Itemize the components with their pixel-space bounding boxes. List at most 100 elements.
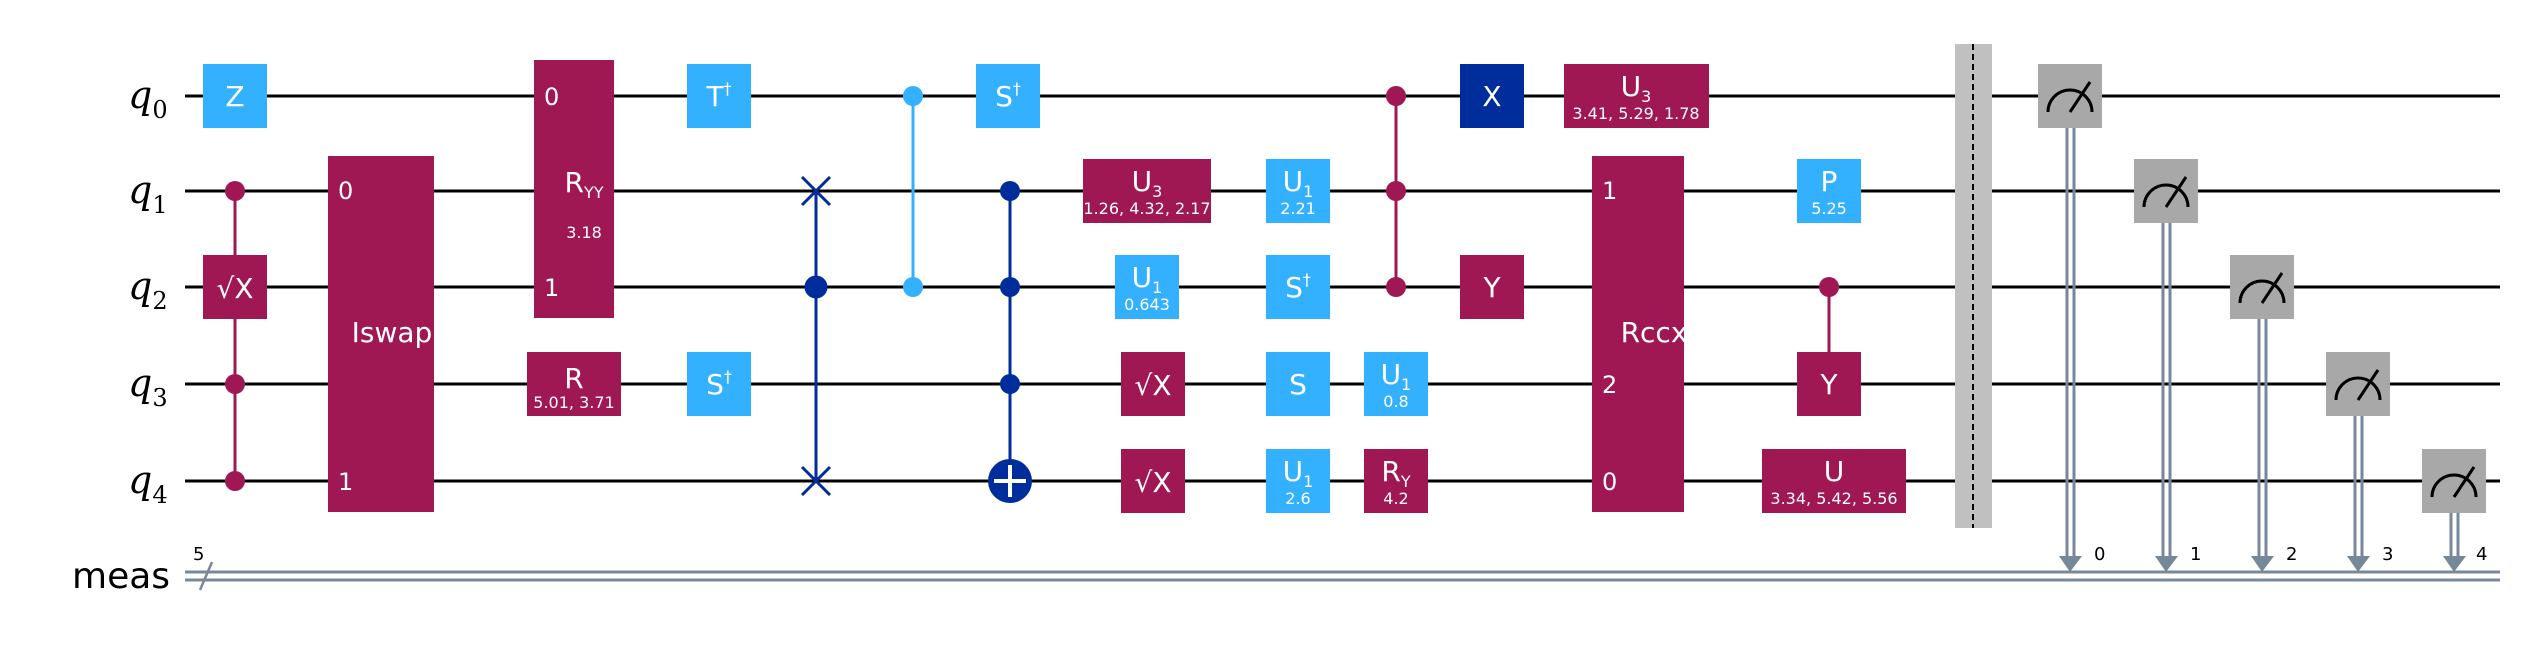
svg-text:3.18: 3.18 (566, 223, 602, 242)
svg-text:√X: √X (1134, 466, 1171, 499)
svg-text:P: P (1821, 165, 1838, 198)
label-q4: q4 (128, 458, 168, 509)
svg-text:√X: √X (216, 272, 253, 305)
label-meas: meas (72, 556, 170, 597)
svg-text:0: 0 (338, 177, 353, 205)
svg-text:Z: Z (225, 80, 244, 113)
tdg-gate[interactable]: T† (687, 64, 751, 128)
svg-text:0.8: 0.8 (1383, 392, 1408, 411)
qubit-wires (185, 94, 2500, 483)
svg-text:1.26, 4.32, 2.17: 1.26, 4.32, 2.17 (1083, 199, 1210, 218)
svg-text:Iswap: Iswap (352, 316, 433, 349)
cswap-gate[interactable] (800, 175, 832, 497)
svg-text:1: 1 (338, 468, 353, 496)
u-gate[interactable]: U 3.34, 5.42, 5.56 (1762, 449, 1906, 513)
ryy-gate[interactable]: 0 1 RYY 3.18 (534, 60, 614, 318)
svg-text:RYY: RYY (564, 166, 603, 202)
u1-gate[interactable]: U1 2.21 (1266, 159, 1330, 223)
svg-text:0: 0 (2094, 544, 2105, 565)
measure-q0[interactable]: 0 (2038, 64, 2105, 572)
svg-text:0: 0 (544, 83, 559, 111)
svg-text:T†: T† (705, 79, 731, 113)
svg-text:4: 4 (2476, 544, 2487, 565)
measure-q3[interactable]: 3 (2326, 352, 2393, 572)
meter-icon (2142, 183, 2190, 208)
x-gate[interactable]: X (1460, 64, 1524, 128)
u1-gate[interactable]: U1 0.8 (1364, 352, 1428, 416)
svg-text:U1: U1 (1381, 358, 1412, 394)
control-dot (225, 181, 245, 201)
sdg-gate[interactable]: S† (1266, 255, 1330, 319)
svg-text:S†: S† (1285, 270, 1311, 304)
u1-gate[interactable]: U1 2.6 (1266, 449, 1330, 513)
control-dot (903, 86, 923, 106)
label-q2: q2 (128, 264, 168, 315)
controlled-y-gate[interactable]: Y (1797, 277, 1861, 416)
svg-text:Y: Y (1819, 368, 1838, 401)
control-dot (804, 275, 828, 299)
svg-text:S†: S† (995, 79, 1021, 113)
svg-text:U3: U3 (1132, 165, 1163, 201)
svg-text:X: X (1482, 80, 1501, 113)
controlled-controlled-z-gate[interactable] (1386, 86, 1406, 297)
svg-text:U1: U1 (1283, 165, 1314, 201)
svg-text:0: 0 (1602, 468, 1617, 496)
svg-text:√X: √X (1134, 369, 1171, 402)
svg-text:Rccx: Rccx (1621, 316, 1688, 349)
svg-text:S†: S† (706, 367, 732, 401)
rccx-gate[interactable]: Rccx 1 2 0 (1592, 156, 1687, 512)
sx-gate[interactable]: √X (1121, 449, 1185, 513)
y-gate[interactable]: Y (1460, 255, 1524, 319)
qubit-labels: q0 q1 q2 q3 q4 meas 5 (72, 73, 204, 597)
svg-text:Y: Y (1482, 271, 1501, 304)
phase-gate[interactable]: P 5.25 (1797, 159, 1861, 223)
control-dot (1000, 374, 1020, 394)
s-gate[interactable]: S (1266, 352, 1330, 416)
iswap-gate[interactable]: Iswap 0 1 (328, 156, 434, 512)
measure-q4[interactable]: 4 (2422, 449, 2487, 572)
multi-controlled-x-gate[interactable] (988, 181, 1032, 503)
control-dot (1386, 277, 1406, 297)
svg-text:2.21: 2.21 (1280, 199, 1316, 218)
svg-text:3.34, 5.42, 5.56: 3.34, 5.42, 5.56 (1770, 489, 1897, 508)
svg-text:2: 2 (1602, 371, 1617, 399)
svg-text:RY: RY (1381, 455, 1410, 491)
control-dot (225, 374, 245, 394)
u3-gate[interactable]: U3 3.41, 5.29, 1.78 (1564, 64, 1709, 128)
measure-q2[interactable]: 2 (2230, 255, 2297, 572)
classical-register-wire (185, 561, 2500, 591)
svg-text:1: 1 (2190, 544, 2201, 565)
control-dot (1000, 277, 1020, 297)
creg-size: 5 (193, 544, 204, 565)
svg-text:2.6: 2.6 (1285, 489, 1310, 508)
meter-icon (2046, 88, 2094, 113)
control-dot (1386, 86, 1406, 106)
u3-gate[interactable]: U3 1.26, 4.32, 2.17 (1083, 159, 1211, 223)
controlled-s-gate[interactable] (903, 86, 923, 297)
label-q0: q0 (128, 73, 168, 124)
ry-gate[interactable]: RY 4.2 (1364, 449, 1428, 513)
meter-icon (2334, 376, 2382, 401)
sdg-gate[interactable]: S† (687, 352, 751, 416)
sx-gate[interactable]: √X (1121, 352, 1185, 416)
sdg-gate[interactable]: S† (976, 64, 1040, 128)
meter-icon (2238, 279, 2286, 304)
meter-icon (2430, 473, 2478, 498)
control-dot (1386, 181, 1406, 201)
r-gate[interactable]: R 5.01, 3.71 (527, 352, 621, 416)
z-gate[interactable]: Z (203, 64, 267, 128)
svg-text:R: R (564, 362, 583, 395)
svg-text:3: 3 (2382, 544, 2393, 565)
svg-text:1: 1 (1602, 177, 1617, 205)
label-q1: q1 (128, 168, 168, 219)
svg-text:3.41, 5.29, 1.78: 3.41, 5.29, 1.78 (1572, 104, 1699, 123)
svg-text:0.643: 0.643 (1124, 295, 1170, 314)
measure-q1[interactable]: 1 (2134, 159, 2201, 572)
control-dot (1819, 277, 1839, 297)
control-dot (903, 277, 923, 297)
svg-text:U: U (1824, 455, 1845, 488)
control-dot (1000, 181, 1020, 201)
control-dot (225, 471, 245, 491)
controlled-sx-gate[interactable]: √X (203, 181, 267, 491)
u1-gate[interactable]: U1 0.643 (1115, 255, 1179, 319)
